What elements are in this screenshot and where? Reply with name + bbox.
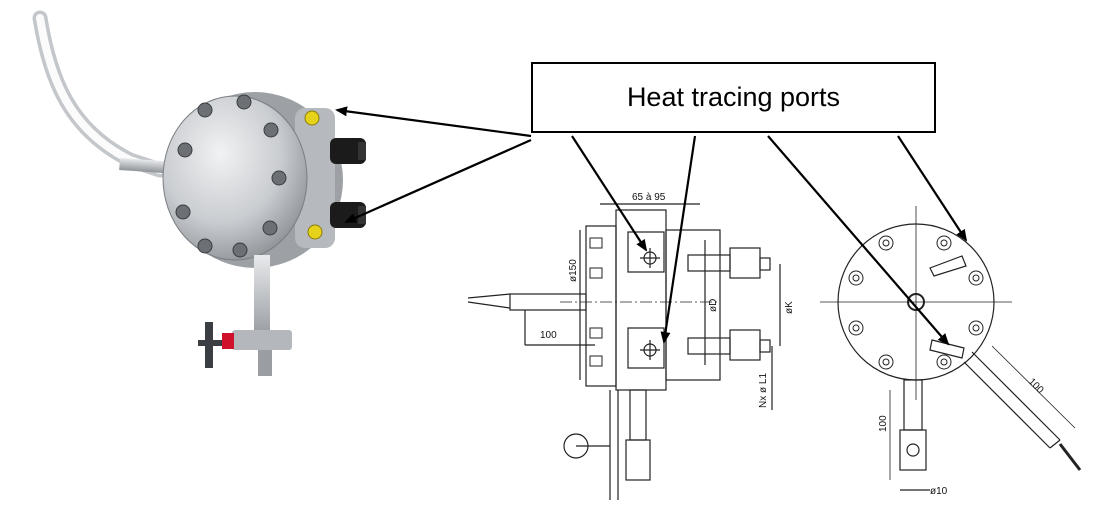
device-photo	[32, 10, 366, 376]
dim-phi150-label: ø150	[568, 259, 579, 282]
heat-tracing-fitting-top	[330, 138, 366, 164]
heat-port-yellow-top	[304, 110, 320, 126]
dim-width-label: 65 à 95	[632, 192, 666, 203]
arrow-to-photo-bottom	[344, 138, 532, 224]
flange-bolts	[175, 94, 287, 258]
callout-label: Heat tracing ports	[626, 82, 841, 112]
arrow-to-photo-top	[335, 106, 532, 138]
valve-handle	[198, 322, 222, 368]
dim-100-side-label: 100	[540, 330, 557, 341]
valve-stem	[254, 255, 270, 345]
cable	[32, 10, 168, 178]
dim-100-front-right-label: 100	[1026, 376, 1046, 396]
arrow-to-side-top	[571, 135, 648, 252]
dim-nxphiL1-label: Nx ø L1	[758, 373, 769, 408]
heat-port-yellow-bottom	[307, 224, 323, 240]
dim-phi10-label: ø10	[930, 486, 948, 497]
valve-red-seal	[222, 333, 234, 349]
arrow-to-front-top	[897, 135, 968, 242]
side-view-drawing	[467, 203, 781, 500]
arrow-to-side-bottom	[660, 135, 697, 344]
callout-arrows	[335, 106, 968, 346]
dim-phiD-label: øD	[708, 299, 719, 312]
heat-tracing-ports-callout: Heat tracing ports	[531, 62, 936, 133]
arrow-to-front-bottom	[767, 135, 950, 346]
dim-100-front-left-label: 100	[878, 415, 889, 432]
front-view-drawing	[820, 206, 1082, 491]
dim-phiK-label: øK	[784, 301, 795, 314]
